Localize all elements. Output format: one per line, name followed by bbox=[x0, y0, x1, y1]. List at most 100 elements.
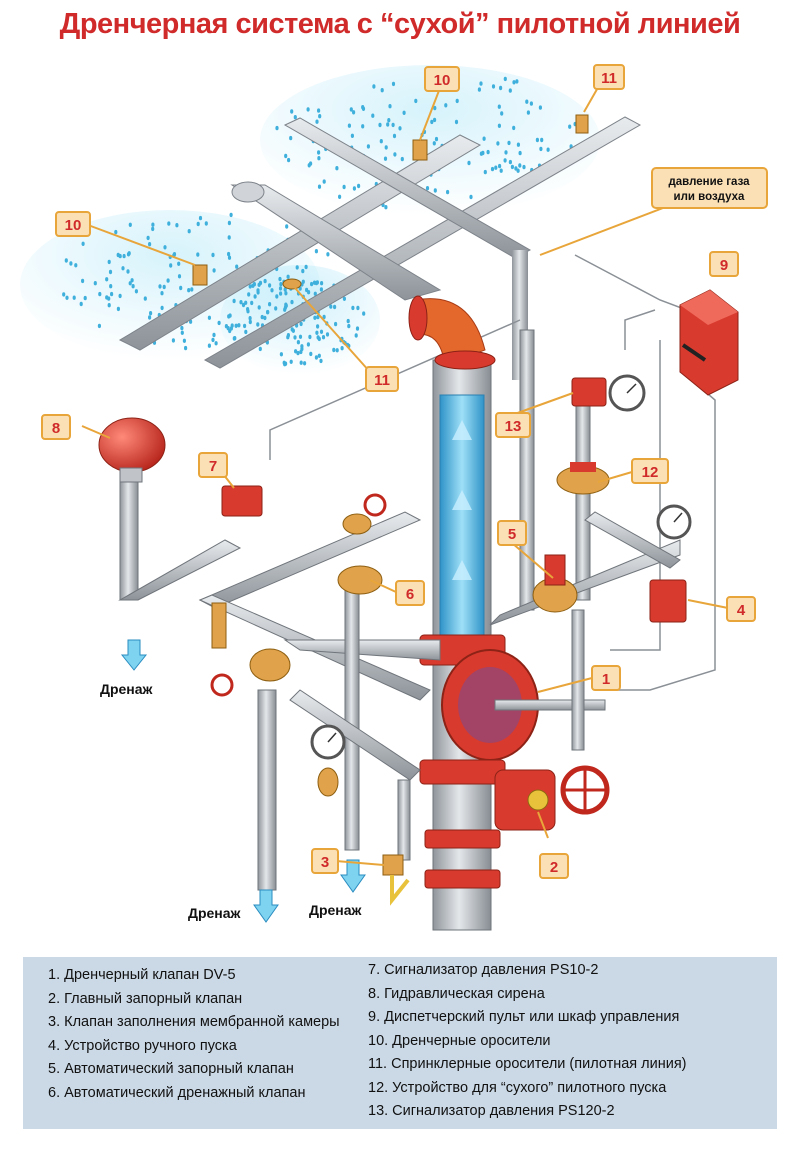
svg-text:10: 10 bbox=[65, 217, 82, 234]
pilot-sprinkler-top bbox=[575, 114, 589, 134]
pressure-switch-ps120-2 bbox=[571, 377, 607, 407]
water-droplet bbox=[110, 291, 114, 297]
water-droplet bbox=[380, 88, 384, 93]
water-droplet bbox=[128, 222, 132, 227]
water-droplet bbox=[196, 221, 200, 227]
callout-4: 4 bbox=[726, 596, 756, 622]
water-droplet bbox=[107, 296, 111, 301]
water-droplet bbox=[246, 309, 250, 314]
water-droplet bbox=[454, 119, 459, 125]
water-droplet bbox=[217, 320, 221, 326]
water-droplet bbox=[256, 288, 260, 293]
water-droplet bbox=[298, 286, 302, 291]
water-droplet bbox=[347, 123, 351, 128]
water-droplet bbox=[114, 229, 118, 235]
water-droplet bbox=[248, 316, 252, 321]
water-droplet bbox=[535, 137, 540, 143]
water-droplet bbox=[518, 163, 522, 168]
water-droplet bbox=[81, 241, 85, 246]
water-droplet bbox=[107, 259, 111, 265]
control-cabinet bbox=[679, 289, 739, 396]
water-droplet bbox=[433, 105, 437, 111]
water-droplet bbox=[508, 159, 512, 165]
water-droplet bbox=[516, 142, 521, 147]
water-droplet bbox=[486, 149, 490, 155]
water-droplet bbox=[346, 318, 350, 324]
water-droplet bbox=[357, 183, 361, 189]
water-droplet bbox=[481, 150, 485, 156]
water-droplet bbox=[433, 188, 437, 193]
water-droplet bbox=[109, 284, 113, 289]
callout-1: 1 bbox=[591, 665, 621, 691]
legend-item: 11. Спринклерные оросители (пилотная лин… bbox=[368, 1056, 687, 1072]
pressure-switch-ps10-2 bbox=[221, 485, 263, 517]
water-droplet bbox=[214, 341, 218, 346]
water-droplet bbox=[287, 157, 291, 163]
water-droplet bbox=[317, 184, 322, 189]
water-droplet bbox=[116, 252, 120, 258]
legend-item: 5. Автоматический запорный клапан bbox=[48, 1061, 294, 1077]
water-droplet bbox=[230, 323, 234, 328]
water-droplet bbox=[289, 135, 293, 141]
water-droplet bbox=[260, 314, 264, 320]
svg-text:или воздуха: или воздуха bbox=[674, 191, 746, 203]
water-droplet bbox=[494, 165, 498, 170]
water-droplet bbox=[455, 98, 459, 104]
water-droplet bbox=[72, 295, 76, 300]
water-droplet bbox=[121, 266, 125, 271]
water-droplet bbox=[317, 150, 321, 155]
callout-9: 9 bbox=[709, 251, 739, 277]
water-droplet bbox=[352, 110, 356, 115]
legend-item: 13. Сигнализатор давления PS120-2 bbox=[368, 1103, 615, 1119]
water-droplet bbox=[207, 315, 211, 320]
water-droplet bbox=[122, 253, 126, 259]
svg-text:1: 1 bbox=[602, 671, 610, 688]
drain-label-center: Дренаж bbox=[188, 905, 242, 921]
water-droplet bbox=[340, 346, 344, 351]
water-droplet bbox=[239, 300, 243, 305]
water-droplet bbox=[490, 166, 495, 172]
legend-item: 9. Диспетчерский пульт или шкаф управлен… bbox=[368, 1009, 680, 1025]
water-droplet bbox=[388, 104, 392, 109]
water-droplet bbox=[361, 105, 365, 110]
water-droplet bbox=[366, 144, 370, 149]
water-droplet bbox=[477, 87, 481, 92]
legend-item: 3. Клапан заполнения мембранной камеры bbox=[48, 1014, 340, 1030]
water-droplet bbox=[189, 319, 193, 324]
water-droplet bbox=[321, 335, 326, 340]
water-droplet bbox=[69, 261, 73, 266]
water-droplet bbox=[508, 88, 512, 93]
svg-text:13: 13 bbox=[505, 418, 522, 435]
water-droplet bbox=[329, 304, 333, 309]
water-droplet bbox=[525, 99, 529, 104]
water-droplet bbox=[325, 332, 330, 337]
water-droplet bbox=[516, 168, 520, 173]
water-droplet bbox=[433, 117, 437, 123]
water-droplet bbox=[177, 274, 182, 279]
water-droplet bbox=[257, 282, 261, 287]
water-droplet bbox=[319, 287, 323, 292]
water-droplet bbox=[444, 103, 448, 108]
callout-12: 12 bbox=[631, 458, 669, 484]
water-droplet bbox=[148, 242, 152, 247]
callout-11-top: 11 bbox=[593, 64, 625, 90]
svg-text:5: 5 bbox=[508, 526, 516, 543]
water-droplet bbox=[299, 349, 303, 355]
water-droplet bbox=[335, 348, 339, 353]
water-droplet bbox=[293, 115, 297, 120]
spray-cloud-right bbox=[260, 65, 600, 215]
water-droplet bbox=[497, 123, 501, 128]
callout-8: 8 bbox=[41, 414, 71, 440]
water-droplet bbox=[146, 235, 150, 241]
water-droplet bbox=[387, 118, 391, 123]
water-droplet bbox=[169, 263, 173, 268]
water-droplet bbox=[244, 300, 248, 305]
water-droplet bbox=[308, 334, 312, 340]
water-droplet bbox=[93, 281, 97, 286]
water-droplet bbox=[539, 146, 543, 152]
water-droplet bbox=[315, 330, 319, 335]
water-droplet bbox=[317, 353, 321, 358]
hydraulic-siren bbox=[98, 417, 166, 483]
water-droplet bbox=[402, 110, 406, 116]
water-droplet bbox=[518, 150, 522, 156]
